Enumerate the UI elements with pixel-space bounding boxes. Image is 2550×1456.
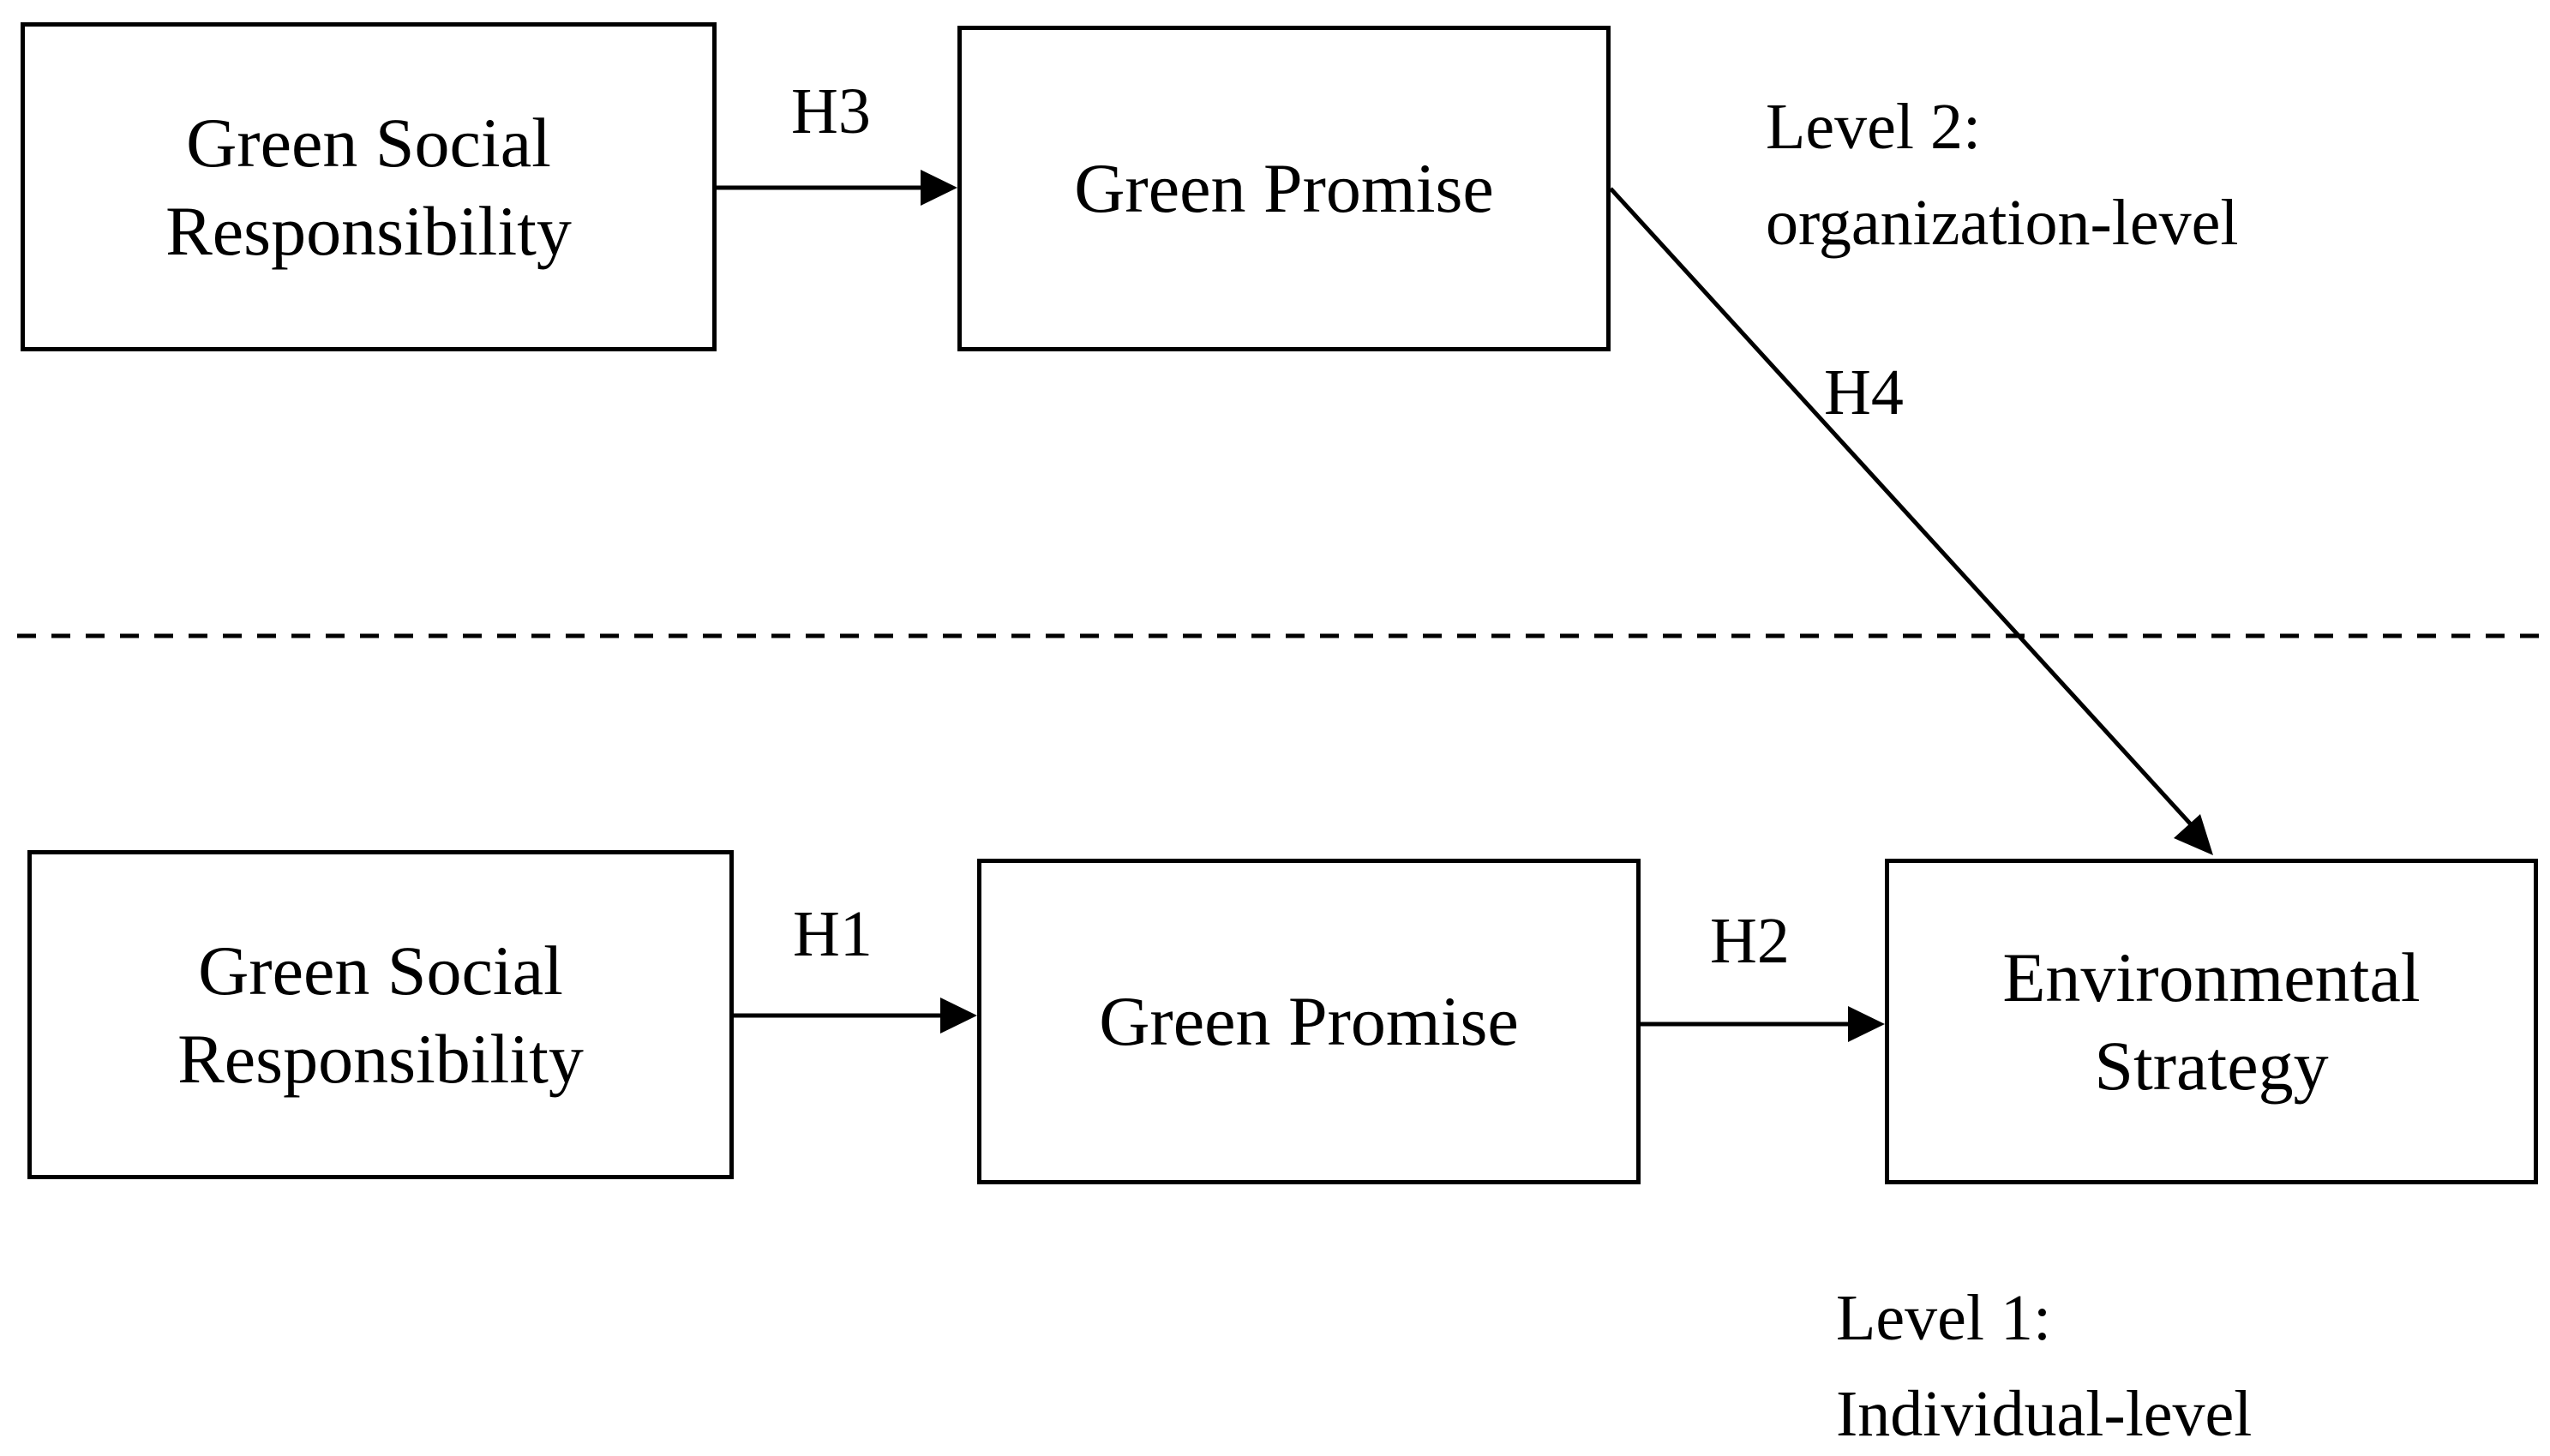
arrow-h4 bbox=[1609, 187, 2193, 826]
level-2-description: organization-level bbox=[1766, 187, 2239, 259]
edge-label-h4: H4 bbox=[1824, 357, 1904, 428]
node-green-social-responsibility-level1: Green Social Responsibility bbox=[27, 850, 734, 1179]
node-label-line-1: Green Social bbox=[186, 103, 551, 182]
node-green-promise-level1: Green Promise bbox=[977, 859, 1641, 1184]
arrow-h4-head bbox=[2174, 814, 2213, 855]
arrow-h2-head bbox=[1848, 1006, 1885, 1042]
level-1-label: Level 1: Individual-level bbox=[1836, 1285, 2252, 1447]
edge-label-h1: H1 bbox=[793, 898, 873, 970]
node-label-line-2: Strategy bbox=[2094, 1027, 2329, 1105]
level-1-description: Individual-level bbox=[1836, 1378, 2253, 1450]
level-1-title: Level 1: bbox=[1836, 1282, 2052, 1354]
node-green-promise-level2: Green Promise bbox=[957, 26, 1611, 351]
arrow-h1-head bbox=[940, 998, 977, 1034]
edge-label-h2: H2 bbox=[1710, 905, 1790, 977]
node-label: Green Promise bbox=[1099, 982, 1519, 1061]
node-label-line-2: Responsibility bbox=[165, 192, 572, 270]
edge-label-h3: H3 bbox=[791, 75, 871, 147]
node-label: Green Promise bbox=[1074, 149, 1494, 228]
node-label-line-2: Responsibility bbox=[177, 1020, 584, 1098]
arrow-h3-head bbox=[921, 170, 957, 206]
level-2-label: Level 2: organization-level bbox=[1766, 94, 2238, 255]
node-label-line-1: Green Social bbox=[198, 931, 563, 1010]
node-green-social-responsibility-level2: Green Social Responsibility bbox=[21, 22, 717, 351]
node-environmental-strategy: Environmental Strategy bbox=[1885, 859, 2538, 1184]
node-label-line-1: Environmental bbox=[2002, 938, 2421, 1016]
level-2-title: Level 2: bbox=[1766, 91, 1982, 163]
